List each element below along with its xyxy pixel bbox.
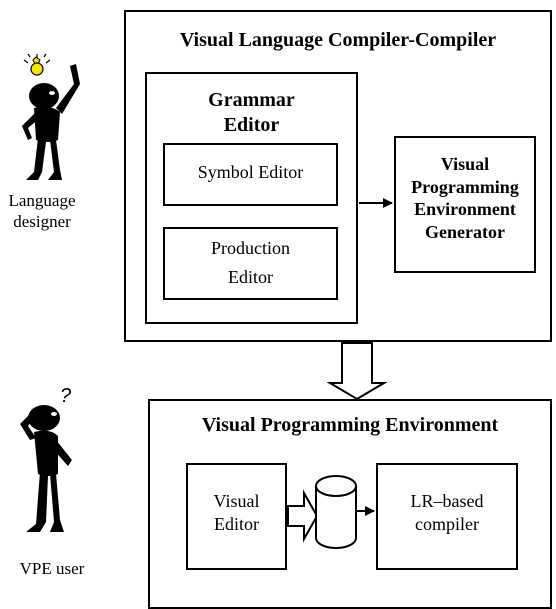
vpe-generator-label: Visual Programming Environment Generator <box>411 154 519 242</box>
lr-compiler-label: LR–based compiler <box>410 491 484 534</box>
compiler-compiler-title: Visual Language Compiler-Compiler <box>179 29 497 51</box>
person-with-question-mark-icon: ? <box>20 385 72 532</box>
language-designer-label: Language designer <box>8 191 76 232</box>
arrow-compiler-to-vpe <box>326 342 388 401</box>
svg-text:?: ? <box>60 385 72 407</box>
lr-compiler-box <box>376 463 518 570</box>
person-with-lightbulb-icon <box>22 53 80 180</box>
vpe-generator-box <box>394 136 536 273</box>
visual-editor-box <box>186 463 287 570</box>
vpe-title: Visual Programming Environment <box>201 414 499 436</box>
grammar-editor-title: Grammar Editor <box>208 89 295 136</box>
production-editor-label: Production Editor <box>211 238 290 287</box>
visual-editor-label: Visual Editor <box>213 491 260 534</box>
symbol-editor-box <box>163 143 338 206</box>
vpe-user-label: VPE user <box>19 559 85 578</box>
symbol-editor-label: Symbol Editor <box>197 162 304 182</box>
production-editor-box <box>163 227 338 300</box>
